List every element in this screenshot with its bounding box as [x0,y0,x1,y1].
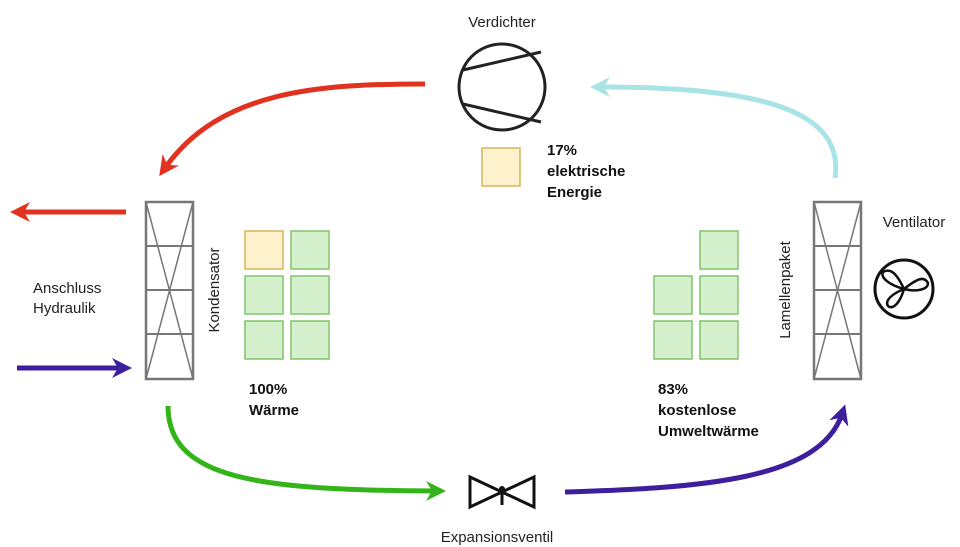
hydraulics-label-line1: Anschluss [33,280,101,297]
heat-block [244,320,284,360]
heat-blocks [244,230,330,360]
heat-block [290,320,330,360]
electric-energy-line1: elektrische [547,163,625,180]
heat-block-electric [244,230,284,270]
heat-block [290,275,330,315]
electric-energy-pct: 17% [547,142,577,159]
ambient-blocks [653,230,739,360]
ambient-block [699,275,739,315]
electric-energy-block [481,147,521,187]
expansion-arrow [564,404,849,495]
evaporator-label: Lamellenpaket [777,240,794,338]
liquid-arrow [165,405,446,501]
ambient-block [699,230,739,270]
fan-icon [873,258,935,320]
ambient-block [699,320,739,360]
ambient-line1: kostenlose [658,402,736,419]
heat-label: Wärme [249,402,299,419]
compressor-icon [457,42,547,132]
hydraulics-label-line2: Hydraulik [33,300,96,317]
ambient-block [653,275,693,315]
heat-pct: 100% [249,381,287,398]
heat-block [244,275,284,315]
condenser-label: Kondensator [206,247,223,332]
expansion-valve-icon [468,474,506,510]
heat-block [290,230,330,270]
condenser: Kondensator [144,200,223,381]
hot-gas-arrow [159,81,426,177]
expansion-valve: Expansionsventil [441,474,554,546]
electric-energy-line2: Energie [547,184,602,201]
ambient-line2: Umweltwärme [658,423,759,440]
ambient-block [653,320,693,360]
expansion-valve-label: Expansionsventil [441,529,554,546]
compressor-label: Verdichter [468,14,536,31]
fan: Ventilator [873,214,946,320]
fan-label: Ventilator [883,214,946,231]
compressor: Verdichter [457,14,547,132]
suction-arrow [590,77,839,179]
evaporator: Lamellenpaket [777,200,863,381]
ambient-pct: 83% [658,381,688,398]
